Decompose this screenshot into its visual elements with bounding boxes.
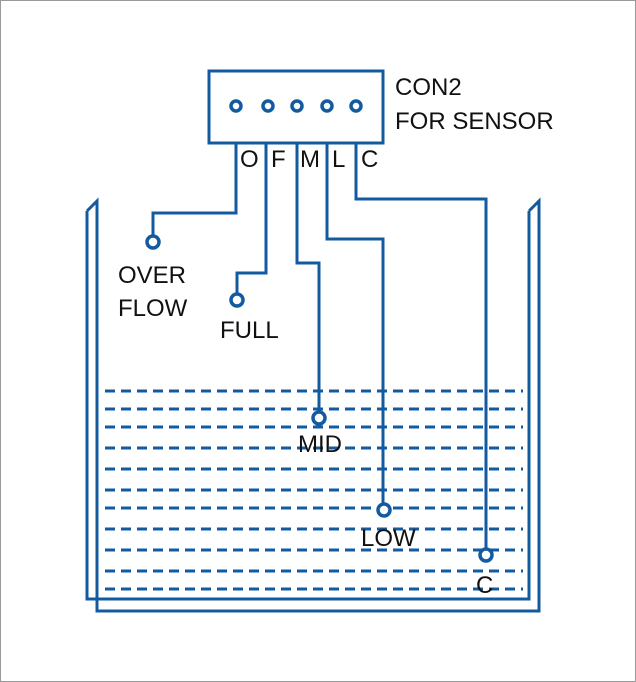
probe-low xyxy=(376,502,392,518)
connector-pins xyxy=(229,99,363,113)
probe-mid xyxy=(311,410,327,426)
pin-label-f: F xyxy=(271,146,286,173)
wire-common xyxy=(354,141,488,551)
connector-purpose: FOR SENSOR xyxy=(395,108,554,135)
label-full: FULL xyxy=(220,317,279,344)
connector-pin xyxy=(229,99,243,113)
pin-label-m: M xyxy=(300,146,320,173)
label-mid: MID xyxy=(298,431,342,458)
label-common: C xyxy=(476,572,493,599)
label-low: LOW xyxy=(361,525,416,552)
wire-mid xyxy=(295,141,321,414)
wire-full xyxy=(235,141,268,297)
pin-label-o: O xyxy=(240,146,259,173)
probe-common xyxy=(478,547,494,563)
tank-outer-wall xyxy=(85,197,541,613)
connector-pin xyxy=(290,99,304,113)
probe-overflow xyxy=(145,234,161,250)
water-level-lines xyxy=(105,389,523,591)
connector-pin xyxy=(349,99,363,113)
pin-label-l: L xyxy=(332,146,345,173)
connector-pin xyxy=(261,99,275,113)
pin-label-c: C xyxy=(361,146,378,173)
connector-name: CON2 xyxy=(395,74,462,101)
label-overflow-line2: FLOW xyxy=(118,295,188,322)
probe-full xyxy=(229,292,245,308)
tank-inner-wall xyxy=(85,211,531,601)
wire-overflow xyxy=(151,141,238,239)
connector-pin xyxy=(320,99,334,113)
wire-low xyxy=(325,141,385,506)
label-overflow-line1: OVER xyxy=(118,262,186,289)
